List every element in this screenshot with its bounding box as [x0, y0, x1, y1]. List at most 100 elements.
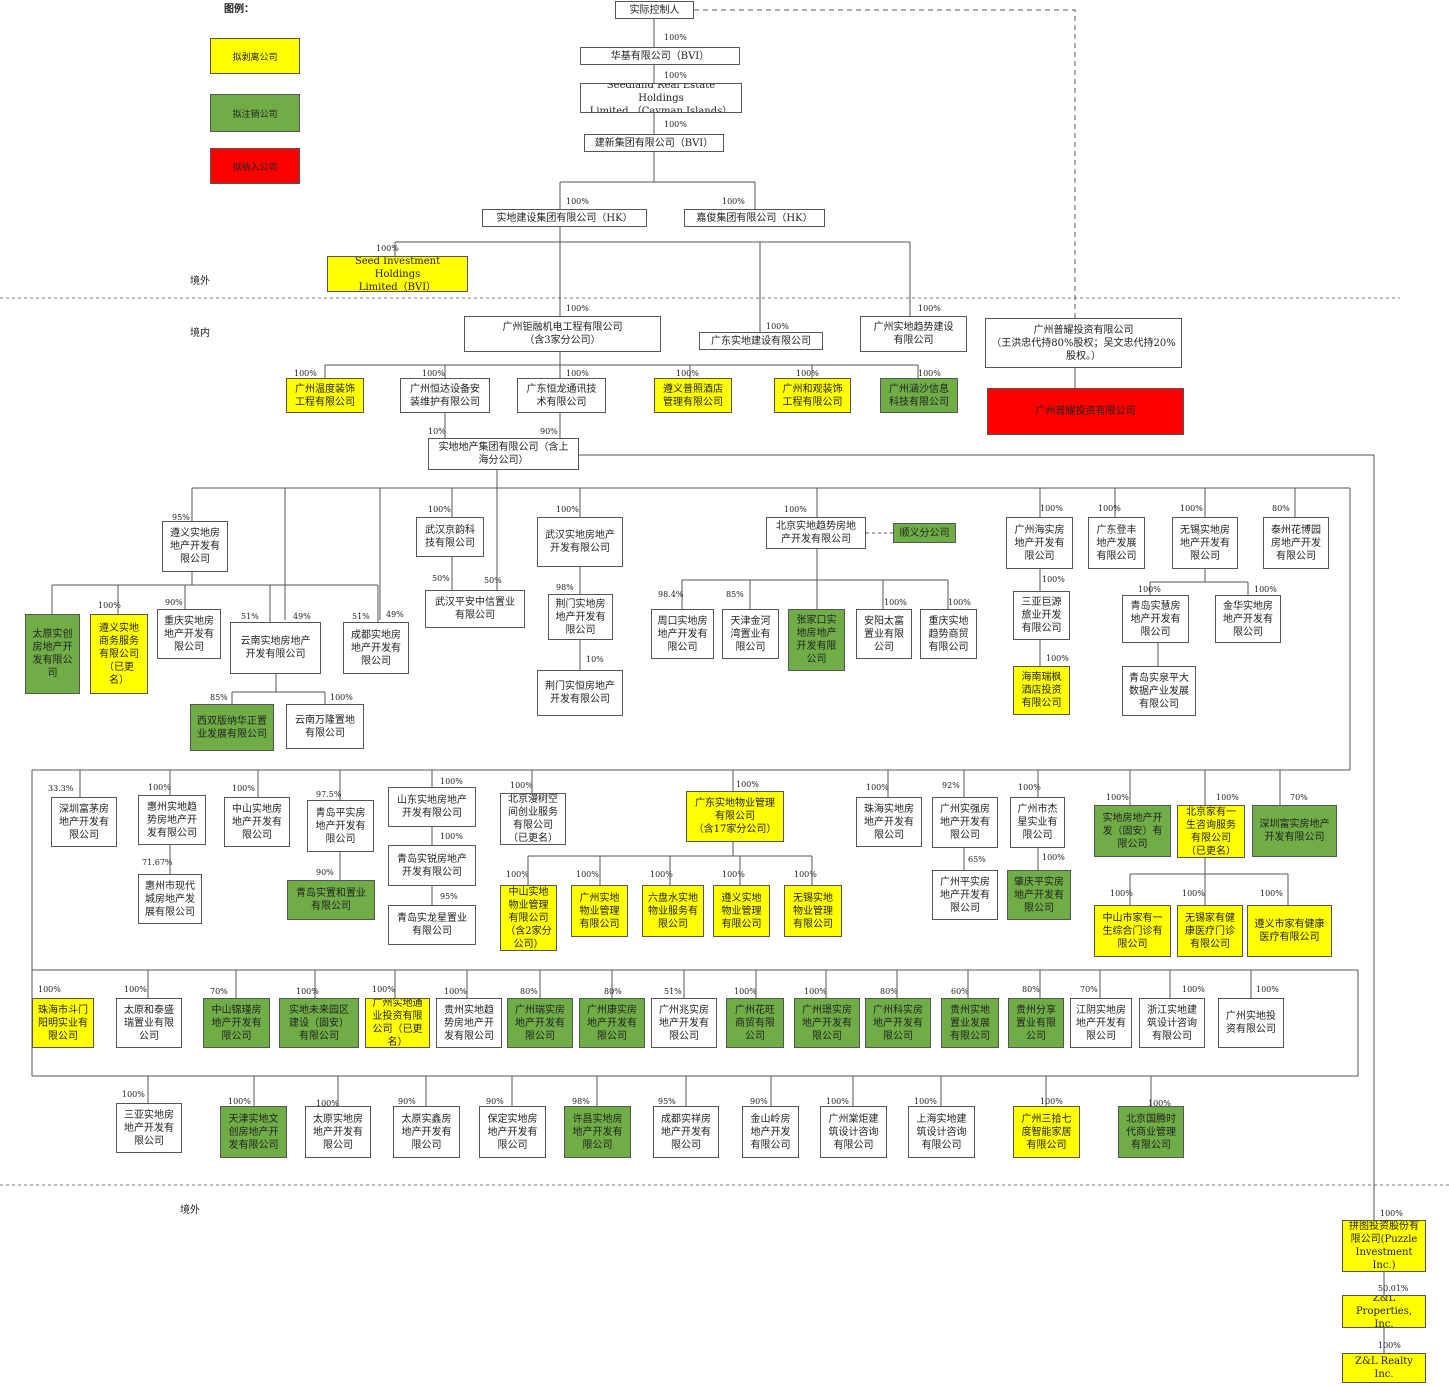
- node-tj-wenchuang: 天津实地文 创房地产开 发有限公司: [220, 1106, 287, 1158]
- pct: 100%: [1138, 585, 1161, 594]
- node-ty-hetai: 太原和泰盛 瑞置业有限 公司: [116, 998, 182, 1048]
- pct: 100%: [1148, 1099, 1171, 1108]
- pct: 92%: [942, 781, 960, 790]
- pct: 100%: [1040, 1097, 1063, 1106]
- pct: 100%: [294, 369, 317, 378]
- pct: 90%: [540, 427, 558, 436]
- node-gz-touzi: 广州实地投 资有限公司: [1218, 998, 1284, 1048]
- node-ay-taifu: 安阳太富 置业有限 公司: [856, 609, 912, 659]
- pct: 100%: [566, 369, 589, 378]
- pct: 100%: [510, 781, 533, 790]
- pct: 90%: [165, 598, 183, 607]
- pct: 100%: [1042, 853, 1065, 862]
- node-gz-jurong: 广州钜融机电工程有限公司 （含3家分公司）: [464, 316, 661, 352]
- node-gz-jingshi: 广州璟实房 地产开发有 限公司: [794, 998, 860, 1048]
- node-gd-wuye: 广东实地物业管理 有限公司 （含17家分公司）: [686, 791, 784, 842]
- pct: 80%: [1272, 504, 1290, 513]
- pct: 100%: [664, 33, 687, 42]
- node-sy-shidi: 三亚实地房 地产开发有 限公司: [116, 1103, 182, 1153]
- node-jy-shidi: 江阴实地房 地产开发有 限公司: [1070, 998, 1132, 1048]
- pct: 100%: [124, 985, 147, 994]
- pct: 100%: [566, 304, 589, 313]
- node-zjk-shidi: 张家口实 地房地产 开发有限 公司: [788, 609, 845, 671]
- node-wh-pingan: 武汉平安中信置业 有限公司: [425, 590, 525, 628]
- node-shunyi: 顺义分公司: [893, 523, 956, 543]
- node-gui-fenxiang: 贵州分享 置业有限 公司: [1008, 998, 1064, 1048]
- node-shidi-group: 实地地产集团有限公司（含上 海分公司）: [428, 438, 579, 470]
- pct: 80%: [1022, 985, 1040, 994]
- node-cq-shidi: 重庆实地房 地产开发有 限公司: [157, 609, 221, 659]
- pct: 50.01%: [1378, 1284, 1409, 1293]
- node-zs-shidi: 中山实地房 地产开发有 限公司: [224, 797, 290, 847]
- node-qd-shirui: 青岛实锐房地产 开发有限公司: [388, 845, 476, 886]
- node-zl-properties: Z&L Properties, Inc.: [1342, 1295, 1426, 1328]
- node-gui-zhiye: 贵州实地 置业发展 有限公司: [941, 998, 999, 1048]
- legend-title: 图例：: [224, 4, 254, 15]
- pct: 100%: [1110, 889, 1133, 898]
- pct: 95%: [172, 513, 190, 522]
- pct: 100%: [122, 1090, 145, 1099]
- pct: 85%: [210, 693, 228, 702]
- node-gz-qushi: 广州实地趋势建设 有限公司: [860, 316, 967, 352]
- node-jm-shidi: 荆门实地房 地产开发有 限公司: [548, 594, 613, 640]
- pct: 90%: [750, 1097, 768, 1106]
- pct: 100%: [1256, 985, 1279, 994]
- node-lps-wuye: 六盘水实地 物业服务有 限公司: [642, 885, 704, 937]
- legend-to-acquire: 拟纳入公司: [210, 148, 300, 184]
- pct: 100%: [566, 197, 589, 206]
- node-qd-shilong: 青岛实龙星置业 有限公司: [388, 905, 476, 945]
- node-zs-jinshi: 中山锦瑾房 地产开发有 限公司: [203, 998, 270, 1048]
- pct: 51%: [664, 987, 682, 996]
- pct: 10%: [428, 427, 446, 436]
- node-gd-shidi: 广东实地建设有限公司: [699, 332, 823, 350]
- pct: 100%: [722, 870, 745, 879]
- node-ty-shidi: 太原实地房 地产开发有 限公司: [305, 1106, 371, 1158]
- node-zh-shidi: 珠海实地房 地产开发有 限公司: [856, 797, 922, 847]
- region-overseas-bottom: 境外: [180, 1205, 200, 1216]
- pct: 100%: [794, 870, 817, 879]
- pct: 100%: [1380, 1209, 1403, 1218]
- pct: 100%: [736, 780, 759, 789]
- pct: 100%: [1040, 504, 1063, 513]
- node-gz-shiqiang: 广州实强房 地产开发有 限公司: [932, 797, 998, 848]
- node-wh-shidi: 武汉实地房地产 开发有限公司: [537, 517, 623, 567]
- node-jm-shihe: 荆门实恒房地产 开发有限公司: [537, 670, 623, 716]
- pct: 100%: [1260, 889, 1283, 898]
- node-puzzle: 拼图投资股份有 限公司(Puzzle Investment Inc.): [1342, 1220, 1426, 1272]
- node-gz-puyao: 广州普耀投资有限公司 （王洪忠代持80%股权；吴文忠代持20% 股权。）: [985, 318, 1182, 368]
- node-xsbn: 西双版纳华正置 业发展有限公司: [190, 704, 274, 751]
- node-gz-kangshi: 广州康实房 地产开发有 限公司: [579, 998, 645, 1048]
- pct: 85%: [726, 590, 744, 599]
- node-qd-shihui: 青岛实慧房 地产开发有 限公司: [1122, 595, 1189, 643]
- node-shidi-guoan: 实地房地产开 发（固安）有 限公司: [1094, 805, 1171, 857]
- pct: 100%: [722, 197, 745, 206]
- node-wx-shidi: 无锡实地房 地产开发有 限公司: [1172, 517, 1238, 569]
- pct: 10%: [586, 655, 604, 664]
- node-jsl-shidi: 金山岭房 地产开发 有限公司: [742, 1106, 799, 1158]
- pct: 100%: [376, 244, 399, 253]
- pct: 100%: [948, 598, 971, 607]
- node-qd-pingshi: 青岛平实房 地产开发有 限公司: [307, 800, 374, 852]
- node-sy-juyuan: 三亚巨源 旅业开发 有限公司: [1013, 591, 1070, 640]
- pct: 50%: [432, 574, 450, 583]
- node-wx-wuye: 无锡实地 物业管理 有限公司: [784, 885, 842, 937]
- node-hz-xiandai: 惠州市现代 城房地产发 展有限公司: [138, 874, 202, 924]
- pct: 100%: [228, 1097, 251, 1106]
- node-jh-shidi: 金华实地房 地产开发有 限公司: [1215, 595, 1281, 643]
- pct: 100%: [826, 1097, 849, 1106]
- node-qd-shizhi: 青岛实置和置业 有限公司: [287, 880, 375, 920]
- node-shidi-weilai: 实地未来园区 建设（固安） 有限公司: [279, 998, 359, 1048]
- region-domestic: 境内: [190, 328, 210, 339]
- node-jianxin: 建新集团有限公司（BVI）: [584, 134, 724, 152]
- pct: 100%: [1106, 793, 1129, 802]
- pct: 98%: [572, 1097, 590, 1106]
- node-hz-qushi: 惠州实地趋 势房地产开 发有限公司: [138, 795, 206, 845]
- pct: 100%: [1378, 1341, 1401, 1350]
- node-bj-guoteng: 北京国腾时 代商业管理 有限公司: [1118, 1106, 1184, 1158]
- pct: 33.3%: [48, 784, 74, 793]
- pct: 98%: [556, 583, 574, 592]
- node-yn-shidi: 云南实地房地产 开发有限公司: [230, 622, 321, 674]
- node-gz-hengda: 广州恒达设备安 装维护有限公司: [400, 378, 490, 413]
- node-zy-jiayou: 遵义市家有健康 医疗有限公司: [1247, 905, 1332, 957]
- node-zs-jiayou: 中山市家有一 生综合门诊有 限公司: [1094, 905, 1171, 957]
